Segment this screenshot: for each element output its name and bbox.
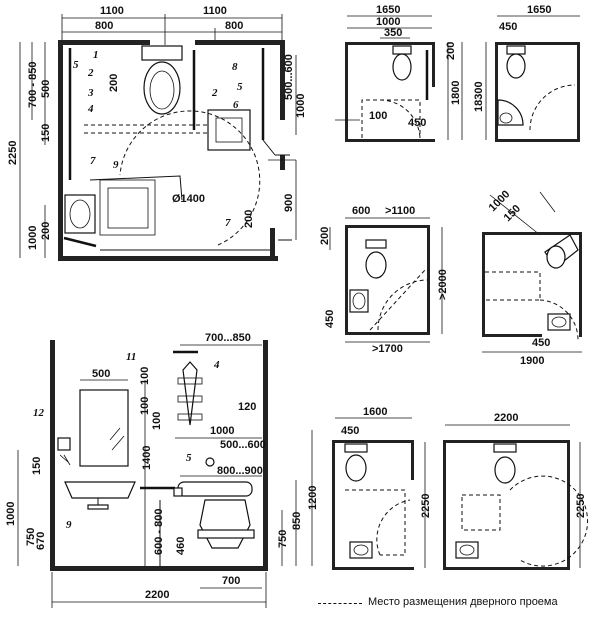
callout-5: 5 <box>73 59 79 71</box>
plan-d-dim-150: 150 <box>502 203 523 224</box>
elev-dim-120: 120 <box>238 401 256 413</box>
plan-c-dim-1100: >1100 <box>385 205 415 217</box>
dim-500-600: 500...600 <box>283 54 295 100</box>
dim-1000-left: 1000 <box>27 226 39 250</box>
legend-dash-line <box>318 603 362 604</box>
elev-callout-4: 4 <box>213 359 220 371</box>
plan-a-dim-1000: 1000 <box>376 16 400 28</box>
plan-b: 1650 450 18300 <box>473 4 580 142</box>
elev-dim-1000: 1000 <box>210 425 234 437</box>
plan-b-dim-18300: 18300 <box>473 81 485 112</box>
dim-200-toilet: 200 <box>108 74 120 92</box>
plan-e-dim-1600: 1600 <box>363 406 387 418</box>
elev-dim-100c: 100 <box>151 412 163 430</box>
plan-c: 600 >1100 200 450 >2000 >1700 <box>319 205 449 355</box>
plan-b-dim-1650: 1650 <box>527 4 551 16</box>
elev-dim-500: 500 <box>92 368 110 380</box>
callout-8: 8 <box>232 61 238 73</box>
callout-2b: 2 <box>211 87 218 99</box>
elev-dim-800-900: 800...900 <box>217 465 263 477</box>
plan-a-dim-1650: 1650 <box>376 4 400 16</box>
plan-d-dim-1900: 1900 <box>520 355 544 367</box>
dim-800-right: 800 <box>225 20 243 32</box>
elev-dim-750-left: 750 <box>25 528 37 546</box>
elevation: 700...850 500 11 12 9 4 100 100 100 120 … <box>5 332 319 608</box>
elev-callout-12: 12 <box>33 407 45 419</box>
main-plan: 1100 1100 800 800 2250 700 - 850 500 150… <box>7 5 307 261</box>
elev-callout-11: 11 <box>126 351 136 363</box>
plan-e: 1600 450 2250 <box>332 406 432 570</box>
plan-a-dim-100: 100 <box>369 110 387 122</box>
dim-500-left: 500 <box>40 80 52 98</box>
plan-d-dim-450: 450 <box>532 337 550 349</box>
callout-2: 2 <box>87 67 94 79</box>
callout-7: 7 <box>90 155 96 167</box>
elev-dim-600-800: 600 - 800 <box>153 509 165 555</box>
plan-a: 1650 1000 350 100 450 200 1800 <box>335 4 463 142</box>
elev-callout-5: 5 <box>186 452 192 464</box>
legend-door-placement: Место размещения дверного проема <box>368 596 558 608</box>
plan-d: 1000 150 450 1900 <box>482 188 582 367</box>
plan-a-dim-200: 200 <box>445 42 457 60</box>
callout-9: 9 <box>113 159 119 171</box>
elev-dim-100a: 100 <box>139 367 151 385</box>
plan-a-dim-350: 350 <box>384 27 402 39</box>
elev-dim-700: 700 <box>222 575 240 587</box>
dim-2250: 2250 <box>7 141 19 165</box>
dim-700-850: 700 - 850 <box>27 62 39 108</box>
plan-c-dim-600: 600 <box>352 205 370 217</box>
callout-4: 4 <box>87 103 94 115</box>
callout-5b: 5 <box>237 81 243 93</box>
elev-dim-750-right: 750 <box>277 530 289 548</box>
plan-c-dim-2000: >2000 <box>437 269 449 300</box>
elev-callout-9: 9 <box>66 519 72 531</box>
plan-c-dim-200: 200 <box>319 227 331 245</box>
elev-dim-670: 670 <box>35 532 47 550</box>
plan-f-dim-2250: 2250 <box>575 494 587 518</box>
dim-1100-left: 1100 <box>100 5 124 17</box>
dim-1000-right: 1000 <box>295 94 307 118</box>
elev-dim-460: 460 <box>175 537 187 555</box>
plan-f: 2200 2250 <box>443 412 589 570</box>
elev-dim-1400: 1400 <box>141 446 153 470</box>
dim-200-left: 200 <box>40 222 52 240</box>
elev-dim-1000-left: 1000 <box>5 502 17 526</box>
dim-150-left: 150 <box>40 124 52 142</box>
plan-a-dim-1800: 1800 <box>450 81 462 105</box>
callout-3: 3 <box>87 87 94 99</box>
callout-7b: 7 <box>225 217 231 229</box>
plan-c-dim-450: 450 <box>324 310 336 328</box>
dim-900: 900 <box>283 194 295 212</box>
turning-circle-label: Ø1400 <box>172 193 205 205</box>
plan-a-dim-450: 450 <box>408 117 426 129</box>
elev-dim-700-850: 700...850 <box>205 332 251 344</box>
plan-e-dim-2250: 2250 <box>420 494 432 518</box>
plan-e-dim-450: 450 <box>341 425 359 437</box>
elev-dim-150: 150 <box>31 457 43 475</box>
elev-dim-500-600: 500...600 <box>220 439 266 451</box>
plan-c-dim-1700: >1700 <box>372 343 403 355</box>
elev-dim-1200: 1200 <box>307 486 319 510</box>
dim-800-left: 800 <box>95 20 113 32</box>
plan-b-dim-450: 450 <box>499 21 517 33</box>
elev-dim-2200: 2200 <box>145 589 169 601</box>
plan-f-dim-2200: 2200 <box>494 412 518 424</box>
callout-1: 1 <box>93 49 99 61</box>
elev-dim-850: 850 <box>291 512 303 530</box>
callout-6: 6 <box>233 99 239 111</box>
dim-200-right: 200 <box>243 210 255 228</box>
dim-1100-right: 1100 <box>203 5 227 17</box>
